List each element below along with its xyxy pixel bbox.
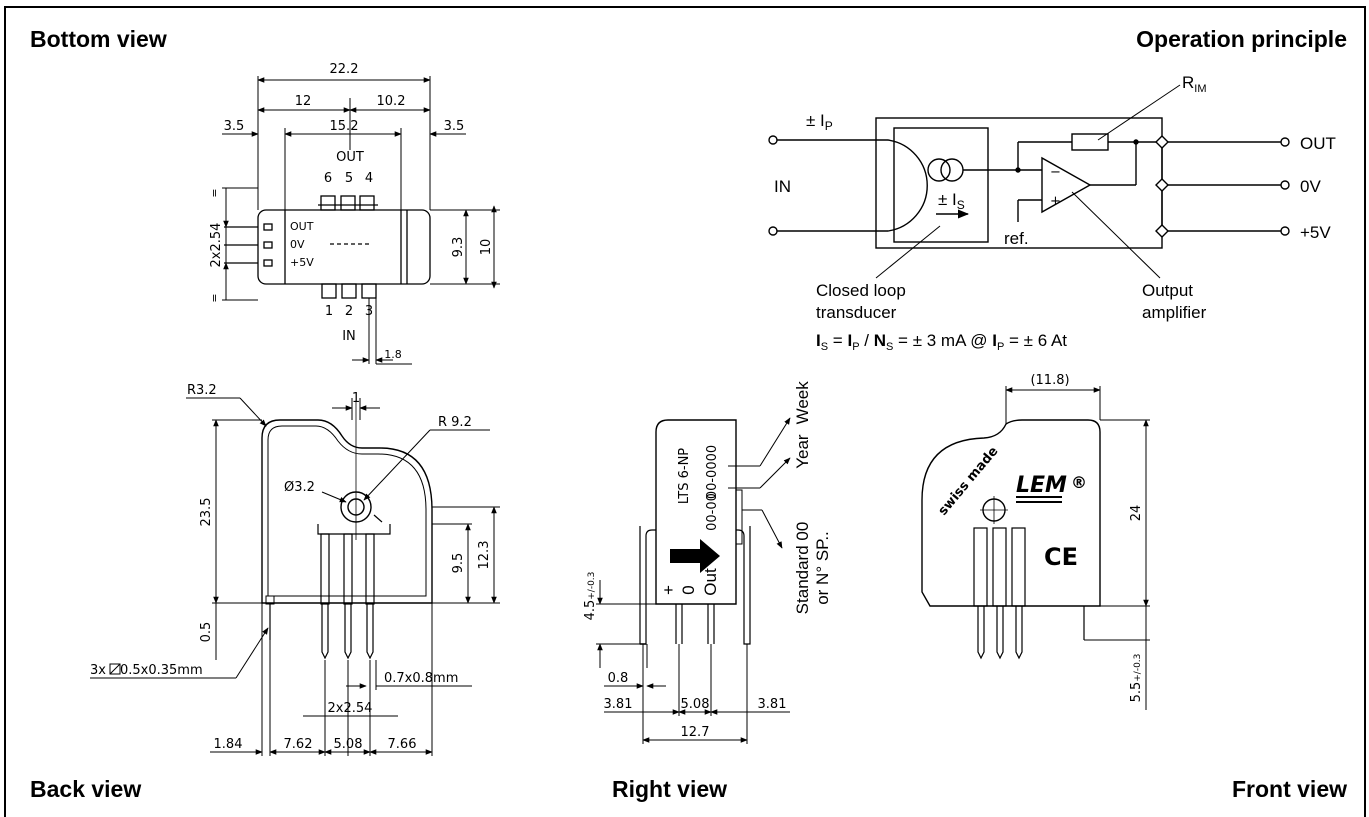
opamp-minus: − xyxy=(1050,165,1061,180)
date-code: 00-0000 xyxy=(705,445,720,499)
dim-24: 24 xyxy=(1129,505,1144,522)
dim-0-5: 0.5 xyxy=(199,622,214,643)
bottom-view-labels: 22.2 12 10.2 3.5 15.2 3.5 OUT 6 5 4 1 2 … xyxy=(208,62,494,361)
pin-2: 2 xyxy=(345,304,353,319)
back-view-title: Back view xyxy=(30,776,142,802)
dim-12-3: 12.3 xyxy=(477,541,492,570)
dim-1-84: 1.84 xyxy=(214,737,243,752)
std-code: 00-00 xyxy=(705,493,720,531)
bottom-view xyxy=(222,76,500,365)
in-label-op: IN xyxy=(774,177,791,196)
formula: IS = IP / NS = ± 3 mA @ IP = ± 6 At xyxy=(816,331,1067,353)
dim-9-5: 9.5 xyxy=(451,553,466,574)
dim-5-5: 5.5+/-0.3 xyxy=(1129,654,1144,703)
output-5v: +5V xyxy=(1300,223,1331,242)
operation-principle xyxy=(768,84,1290,279)
dim-5-08: 5.08 xyxy=(334,737,363,752)
ref-label: ref. xyxy=(1004,229,1029,248)
sp-label: or N° SP.. xyxy=(813,531,832,605)
dim-11-8: (11.8) xyxy=(1030,373,1069,388)
closed-loop-box xyxy=(893,127,989,243)
pin-5: 5 xyxy=(345,171,353,186)
dim-7-62: 7.62 xyxy=(284,737,313,752)
lem-logo: LEM® xyxy=(1016,473,1087,498)
bottom-view-body xyxy=(257,209,431,285)
pin-3: 3 xyxy=(365,304,373,319)
current-direction-arrow xyxy=(670,539,720,573)
dim-0-7x0-8: 0.7x0.8mm xyxy=(384,671,458,686)
right-view-labels: LTS 6-NP 00-0000 00-00 + 0 Out YearWeek … xyxy=(583,381,832,740)
dim-3-5-left: 3.5 xyxy=(224,119,245,134)
back-view-body xyxy=(261,419,433,604)
front-view-title: Front view xyxy=(1231,776,1347,802)
dim-9-3: 9.3 xyxy=(451,237,466,258)
dim-3-81-right: 3.81 xyxy=(758,697,787,712)
dim-2x2-54-back: 2x2.54 xyxy=(328,701,373,716)
standard-label: Standard 00 xyxy=(793,522,812,615)
back-view xyxy=(90,397,500,756)
rim-label: RIM xyxy=(1182,73,1207,95)
pin-6: 6 xyxy=(324,171,332,186)
out-label: OUT xyxy=(336,150,364,165)
dim-1-8: 1.8 xyxy=(384,348,402,361)
closed-loop-line1: Closed loop xyxy=(816,281,906,300)
ce-mark: CE xyxy=(1044,543,1078,571)
front-view xyxy=(921,386,1150,710)
amp-line1: Output xyxy=(1142,281,1193,300)
dim-r3-2: R3.2 xyxy=(187,383,217,398)
pin-4: 4 xyxy=(365,171,373,186)
side-label-out: OUT xyxy=(290,220,314,233)
drawing-frame xyxy=(4,6,1366,817)
dim-12-7: 12.7 xyxy=(681,725,710,740)
side-label-0v: 0V xyxy=(290,238,305,251)
closed-loop-line2: transducer xyxy=(816,303,897,322)
bottom-view-title: Bottom view xyxy=(30,26,167,52)
amp-line2: amplifier xyxy=(1142,303,1207,322)
in-label: IN xyxy=(342,329,356,344)
side-label-5v: +5V xyxy=(290,256,314,269)
operation-principle-labels: ± IP IN RIM ± IS ref. − + OUT 0V +5V Clo… xyxy=(774,73,1336,353)
dim-12: 12 xyxy=(295,94,312,109)
dim-hole: Ø3.2 xyxy=(284,480,315,495)
right-view-body xyxy=(655,419,737,605)
dim-4-5: 4.5+/-0.3 xyxy=(583,572,598,621)
marking: LTS 6-NP xyxy=(677,448,692,504)
operation-principle-title: Operation principle xyxy=(1136,26,1347,52)
dim-10: 10 xyxy=(479,239,494,256)
equal-mark-bottom: = xyxy=(208,293,221,302)
swiss-made: swiss made xyxy=(936,444,1002,519)
dim-2x2-54-bottom: 2x2.54 xyxy=(209,223,224,268)
square-section-icon xyxy=(109,663,121,675)
dim-23-5: 23.5 xyxy=(199,498,214,527)
output-0v: 0V xyxy=(1300,177,1321,196)
equal-mark-top: = xyxy=(208,188,221,197)
dim-3-81-left: 3.81 xyxy=(604,697,633,712)
right-view-title: Right view xyxy=(612,776,728,802)
dim-3-5-right: 3.5 xyxy=(444,119,465,134)
output-out: OUT xyxy=(1300,134,1336,153)
right-view xyxy=(596,417,791,744)
front-view-labels: (11.8) 24 5.5+/-0.3 swiss made LEM® CE xyxy=(936,373,1144,702)
pin-label-0: 0 xyxy=(679,585,698,594)
pin-label-out: Out xyxy=(701,568,720,596)
dim-1: 1 xyxy=(352,391,360,406)
ip-label: ± IP xyxy=(806,111,833,133)
dim-10-2: 10.2 xyxy=(377,94,406,109)
opamp xyxy=(1041,156,1092,214)
dim-0-8: 0.8 xyxy=(608,671,629,686)
front-view-body xyxy=(921,419,1101,607)
is-label: ± IS xyxy=(938,190,965,212)
dim-15-2: 15.2 xyxy=(330,119,359,134)
pin-1: 1 xyxy=(325,304,333,319)
dim-r9-2: R 9.2 xyxy=(438,415,472,430)
dim-7-66: 7.66 xyxy=(388,737,417,752)
dim-5-08-right: 5.08 xyxy=(681,697,710,712)
opamp-plus: + xyxy=(1050,194,1061,209)
dim-22-2: 22.2 xyxy=(330,62,359,77)
week-label: YearWeek xyxy=(793,381,812,469)
pin-label-plus: + xyxy=(659,585,678,595)
